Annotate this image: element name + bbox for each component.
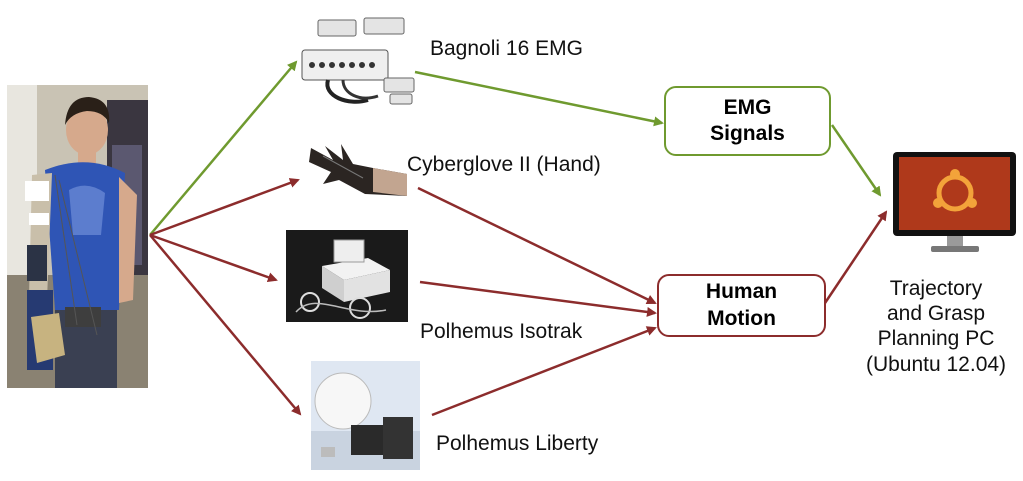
arrow-cyberglove-to-motion	[417, 186, 657, 305]
motion-node-line2: Motion	[707, 306, 776, 330]
polhemus-isotrak-image	[286, 230, 408, 322]
planning-pc-monitor-image	[893, 152, 1016, 252]
isotrak-label: Polhemus Isotrak	[420, 320, 583, 343]
arrow-bagnoli-to-emg	[414, 70, 664, 127]
arrow-person-to-isotrak	[149, 233, 278, 283]
pc-label-line4: (Ubuntu 12.04)	[865, 352, 1007, 376]
emg-signals-node: EMG Signals	[664, 86, 831, 156]
arrow-person-to-liberty	[149, 234, 302, 416]
pc-label-line2: and Grasp	[886, 302, 986, 326]
human-motion-node: Human Motion	[657, 274, 826, 337]
person-with-sensors-photo	[7, 85, 148, 388]
arrow-person-to-cyberglove	[149, 178, 300, 237]
bagnoli-emg-device-image	[301, 17, 415, 105]
polhemus-liberty-image	[311, 361, 420, 470]
motion-node-line1: Human	[705, 280, 778, 304]
arrow-motion-to-pc	[823, 210, 888, 304]
cyberglove-image	[309, 144, 407, 196]
pc-label-line3: Planning PC	[877, 327, 995, 351]
arrow-emg-to-pc	[830, 124, 882, 197]
arrow-liberty-to-motion	[431, 326, 657, 417]
bagnoli-label: Bagnoli 16 EMG	[430, 37, 583, 60]
liberty-label: Polhemus Liberty	[436, 432, 599, 455]
planning-pc-label: Trajectory and Grasp Planning PC (Ubuntu…	[848, 276, 1023, 377]
cyberglove-label: Cyberglove II (Hand)	[407, 153, 601, 176]
pc-label-line1: Trajectory	[889, 277, 983, 300]
emg-node-line2: Signals	[710, 122, 785, 145]
arrow-person-to-bagnoli	[149, 60, 298, 236]
emg-node-line1: EMG	[723, 95, 772, 119]
arrow-isotrak-to-motion	[419, 280, 657, 317]
